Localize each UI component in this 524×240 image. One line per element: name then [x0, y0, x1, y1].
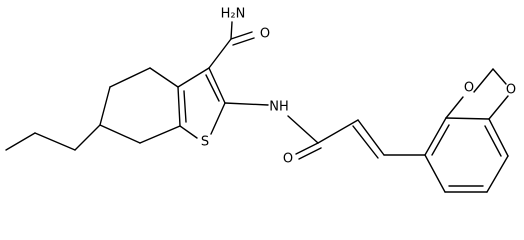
bond-carbonyl-ca — [317, 119, 359, 144]
atom-o-dioxole2: O — [506, 83, 516, 98]
bond-ca-cb-inner — [352, 125, 379, 159]
bond-c3-c3a — [177, 67, 210, 88]
bond-c6-c7 — [99, 124, 141, 144]
bond-c3a-c4 — [149, 67, 179, 88]
bond-carbonyl-o-b — [298, 147, 322, 160]
atom-labels: H₂N O NH S O O O — [201, 7, 516, 167]
bond-c2-nh — [224, 102, 269, 106]
bond-carbonyl-o-a — [295, 142, 319, 155]
atom-nh: NH — [269, 100, 289, 115]
bond-b6-b1 — [424, 154, 446, 193]
bond-b1-b2 — [424, 117, 447, 156]
bond-b4-b5 — [486, 155, 509, 193]
bond-b1-b2-inner — [431, 124, 450, 156]
bond-prop1-prop2 — [34, 132, 76, 151]
atom-o-dioxole1: O — [464, 81, 474, 96]
bond-c5-c6 — [99, 86, 111, 126]
molecule-structure: H₂N O NH S O O O — [5, 7, 516, 193]
bond-nh-carbonyl — [287, 115, 319, 144]
bond-s-c2 — [210, 102, 226, 135]
bond-c3-c2-inner — [205, 74, 220, 102]
bond-c-o-double-a — [230, 31, 253, 40]
bond-lines — [5, 21, 509, 193]
bond-prop2-prop3 — [5, 132, 36, 151]
bond-o2-b3 — [488, 95, 509, 120]
bond-b3-b4-inner — [484, 125, 502, 157]
bond-c6-prop1 — [74, 124, 101, 151]
atom-s: S — [201, 135, 209, 150]
bond-c7a-s — [179, 125, 198, 139]
bond-c4-c5 — [109, 67, 151, 88]
atom-nh2: H₂N — [221, 7, 246, 22]
bond-nh2-c — [230, 21, 233, 40]
bond-c3-c2 — [208, 67, 226, 104]
bond-amide-c3 — [208, 38, 232, 69]
bond-b2-b3 — [445, 117, 490, 120]
bond-b2-o1 — [445, 96, 464, 119]
atom-o-amide1: O — [260, 27, 270, 42]
bond-c7-c7a — [139, 125, 181, 144]
bond-o1-ch2 — [473, 68, 494, 93]
bond-c3a-c7a — [177, 86, 181, 127]
bond-ch2-o2 — [492, 68, 507, 85]
atom-o-amide2: O — [283, 152, 293, 167]
bond-b3-b4 — [488, 118, 509, 157]
bond-c-o-double-b — [232, 37, 255, 46]
bond-c3a-c7a-inner — [183, 90, 187, 123]
bond-ca-cb — [357, 119, 385, 156]
